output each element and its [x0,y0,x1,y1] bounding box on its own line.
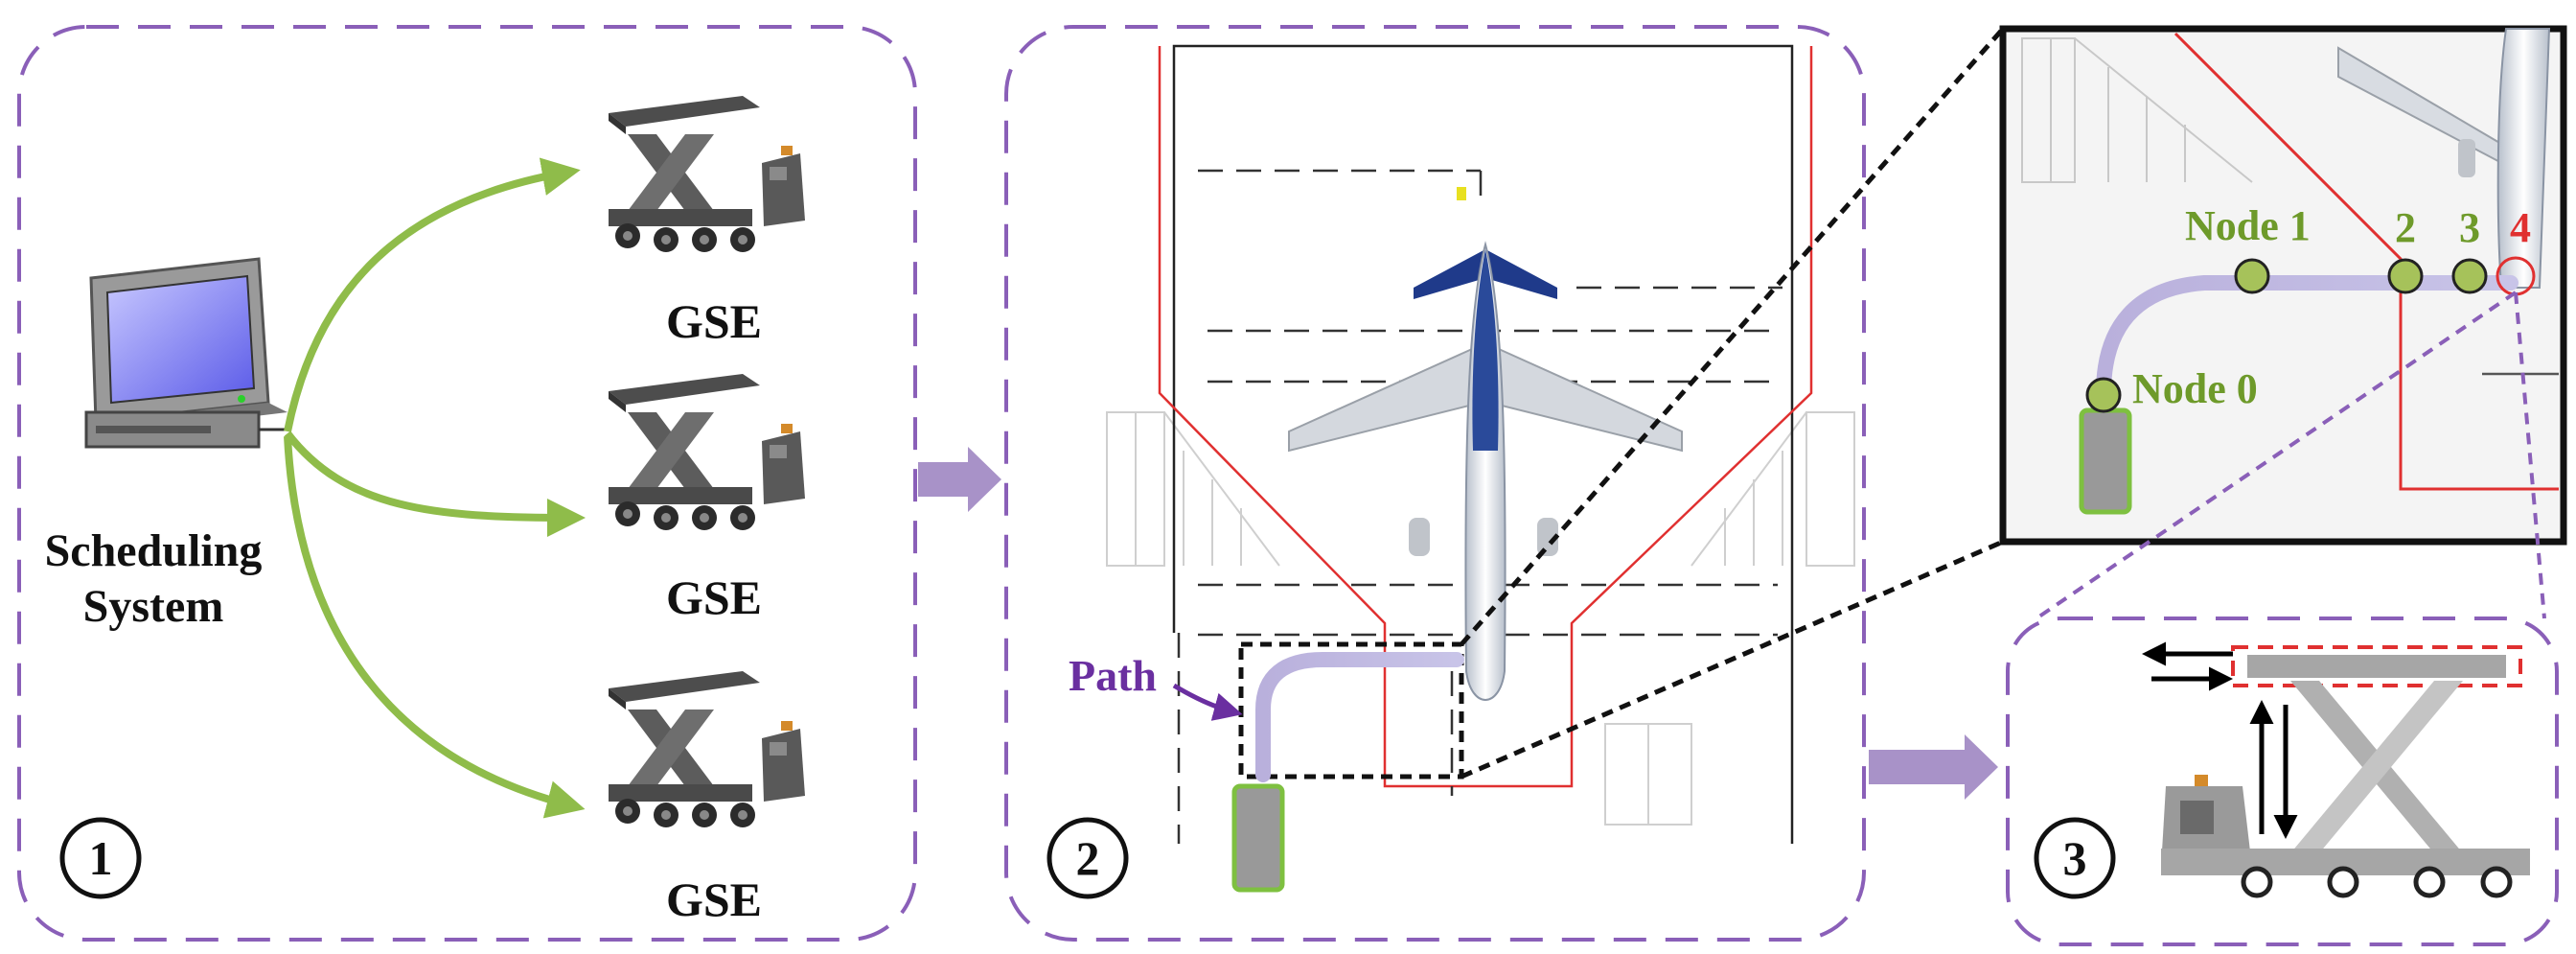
node-1-marker [2234,258,2270,294]
panel-3-border [2006,617,2559,946]
panel-2-number-circle [1046,817,1129,899]
panel-2: Path 2 [1004,25,1866,942]
wheel-4 [2480,866,2513,898]
terminal-gates-right [1604,411,1855,826]
panel-1: Scheduling System GSE GSE GSE 1 [17,25,917,942]
node-3-marker [2451,258,2488,294]
scheduling-system-label-line2: System [83,581,224,632]
gse-icon-3 [609,671,805,827]
node-3-label: 3 [2459,204,2480,251]
scissor-arm-2 [2290,681,2463,853]
flow-arrow-2-to-3 [1869,734,1998,800]
beacon-icon [2195,775,2208,786]
node-0-label: Node 0 [2132,365,2258,412]
platform-highlight [2231,645,2522,687]
flow-arrow-1-to-2 [918,447,1001,512]
dispatch-arrow-top [284,157,581,432]
panel-2-number: 2 [1076,831,1100,885]
panel-3: 3 [2006,617,2559,946]
computer-icon [84,257,288,449]
stand-outline [1172,44,1794,844]
gse-label-1: GSE [666,294,762,348]
gse-path [1255,652,1464,782]
stop-marker-icon [1457,187,1466,200]
aircraft-icon [1288,241,1683,701]
dispatch-arrow-bottom [284,435,586,819]
wheel-2 [2327,866,2359,898]
terminal-gates-left [1106,411,1280,567]
panel-3-number-circle [2034,817,2116,899]
wheel-3 [2413,866,2446,898]
path-pointer-arrow [1172,683,1243,721]
node-2-label: 2 [2395,204,2416,251]
zoom-connector-top [1460,27,2005,646]
gse-vehicle-start [1231,783,1285,893]
panel-2-border [1004,25,1866,942]
gse-label-3: GSE [666,873,762,926]
gse-label-2: GSE [666,570,762,624]
path-label: Path [1069,651,1157,700]
detail-connector-left [2035,291,2518,620]
node-4-label: 4 [2510,204,2531,251]
lift-platform [2247,655,2506,678]
node-2-marker [2387,258,2424,294]
detail-connector-right [2514,291,2546,619]
node-0-marker [2085,377,2122,413]
node-1-label: Node 1 [2185,202,2311,249]
panel-1-border [17,25,917,942]
panel-1-number: 1 [89,831,113,885]
zoom-connector-bottom [1460,539,2004,779]
gse-icon-2 [609,374,805,530]
scheduling-system-label-line1: Scheduling [45,525,263,576]
gse-icon-1 [609,96,805,252]
dispatch-arrow-middle [284,430,586,537]
wheel-1 [2241,866,2273,898]
panel-1-number-circle [59,817,142,899]
zoom-inset: Node 0 Node 1 2 3 4 [1999,25,2567,546]
panel-3-number: 3 [2063,831,2087,885]
aircraft-safety-zone [1158,46,1813,788]
